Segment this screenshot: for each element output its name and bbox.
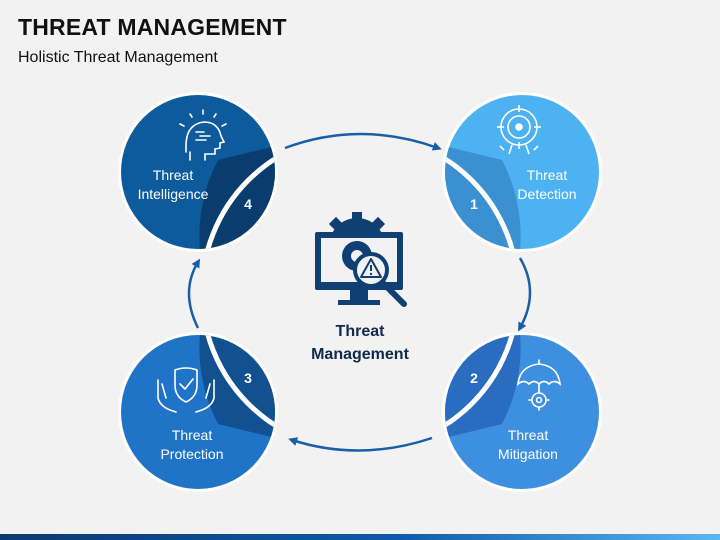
node-label-line1: Threat [153, 167, 194, 183]
node-label-line1: Threat [527, 167, 568, 183]
page-subtitle: Holistic Threat Management [18, 49, 218, 66]
node-step-number: 2 [470, 370, 478, 386]
node-label-line1: Threat [172, 427, 213, 443]
center-label-line1: Threat [336, 323, 386, 340]
brain-head-icon [179, 109, 227, 161]
center-label-line2: Management [311, 346, 409, 363]
shield-hands-icon [157, 367, 215, 413]
node-label-line2: Mitigation [498, 446, 558, 462]
node-step-number: 3 [244, 370, 252, 386]
monitor-gear-warning-magnifier-icon [315, 212, 407, 307]
arrow-intelligence-to-detection [284, 132, 442, 151]
arrow-protection-to-intelligence [187, 258, 201, 329]
node-threat-detection[interactable]: Threat Detection 1 [202, 92, 602, 450]
footer-accent-bar [0, 534, 720, 540]
node-label-line1: Threat [508, 427, 549, 443]
node-label-line2: Protection [160, 446, 223, 462]
umbrella-gear-icon [516, 359, 562, 411]
page-title: THREAT MANAGEMENT [18, 14, 287, 40]
cycle-arrows [187, 132, 532, 452]
node-step-number: 1 [470, 196, 478, 212]
arrow-detection-to-mitigation [518, 257, 532, 332]
target-icon [497, 105, 541, 155]
node-label-line2: Intelligence [138, 186, 209, 202]
arrow-mitigation-to-protection [288, 436, 433, 452]
node-label-line2: Detection [517, 186, 576, 202]
node-step-number: 4 [244, 196, 252, 212]
